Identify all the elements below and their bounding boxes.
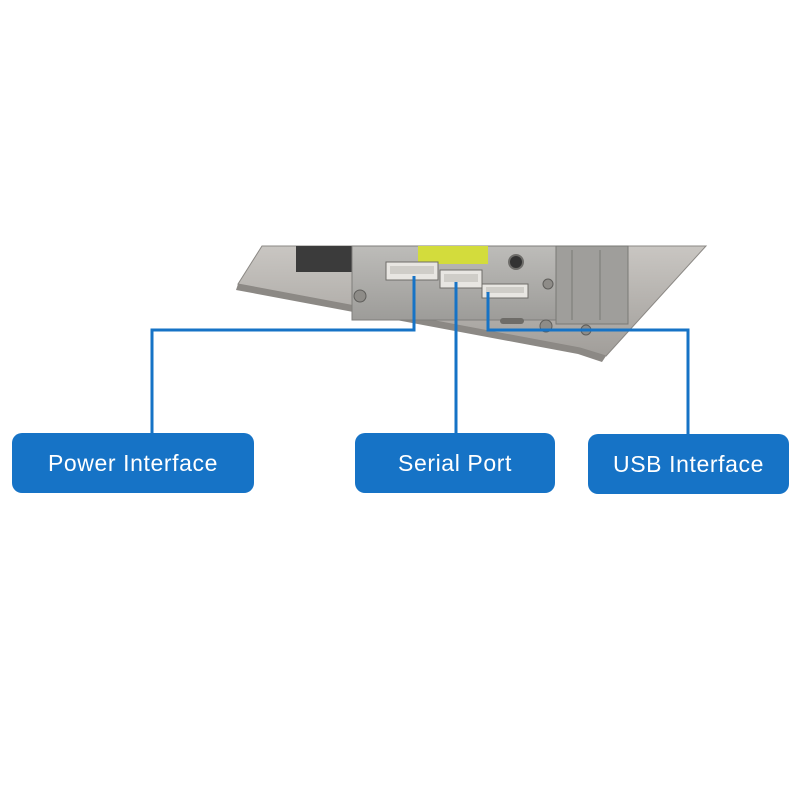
- side-housing: [555, 245, 629, 325]
- serial-connector-pins: [444, 274, 478, 282]
- power-connector-pins: [390, 266, 434, 274]
- usb-interface-label: USB Interface: [588, 434, 789, 494]
- yellow-component: [418, 246, 488, 264]
- power-callout-line: [150, 276, 416, 434]
- usb-callout-line: [486, 292, 690, 434]
- round-jack: [508, 254, 524, 270]
- base-plate-edge: [236, 284, 606, 362]
- plate-slot: [500, 318, 524, 324]
- serial-port-label: Serial Port: [355, 433, 555, 493]
- dark-component: [296, 246, 356, 272]
- power-interface-label: Power Interface: [12, 433, 254, 493]
- usb-connector-pins: [486, 287, 524, 293]
- screw: [353, 289, 367, 303]
- screw: [542, 278, 554, 290]
